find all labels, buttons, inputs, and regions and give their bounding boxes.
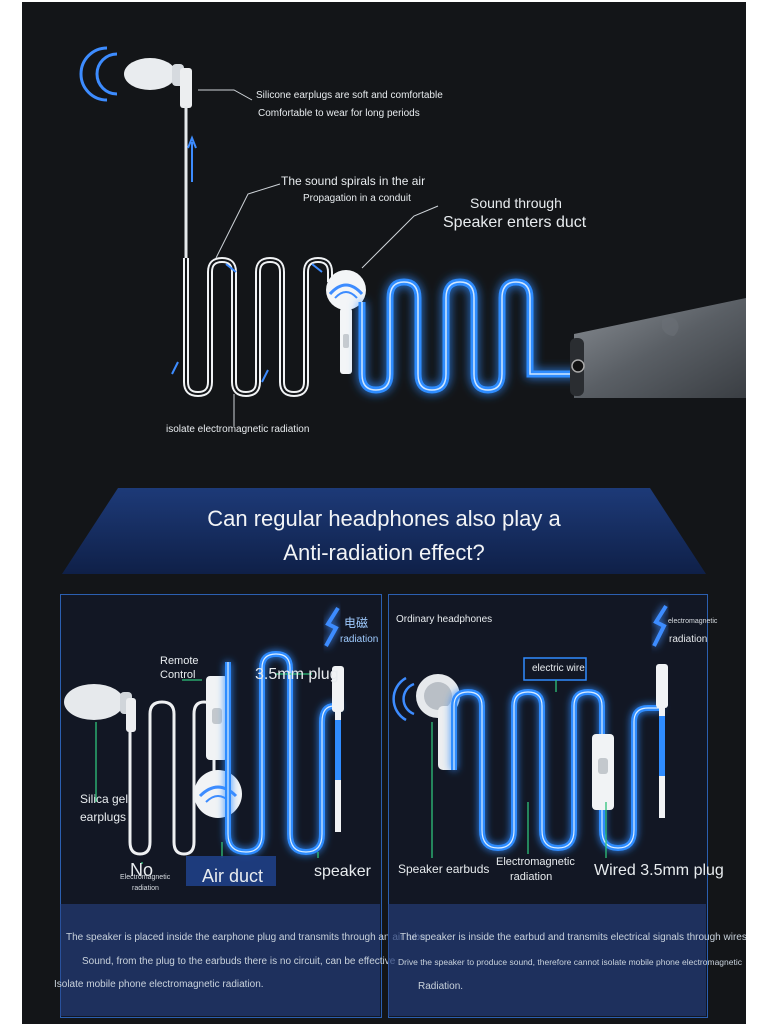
isolate-caption: isolate electromagnetic radiation <box>166 424 310 435</box>
radiation-cn-label: 电磁 <box>344 616 369 630</box>
right-desc-line-1: The speaker is inside the earbud and tra… <box>400 932 746 943</box>
left-panel-illustration <box>64 606 344 886</box>
ordinary-headphones-title: Ordinary headphones <box>396 614 493 625</box>
left-desc-line-3: Isolate mobile phone electromagnetic rad… <box>54 979 264 990</box>
air-tube-illustration <box>79 46 746 426</box>
left-desc-line-1: The speaker is placed inside the earphon… <box>66 932 429 943</box>
air-duct-box <box>186 856 276 886</box>
headline-line-1: Can regular headphones also play a <box>207 506 561 531</box>
sound-wave-icon-right <box>392 676 415 722</box>
sound-wave-icon <box>79 46 118 102</box>
silicone-earplug <box>124 58 192 108</box>
right-description-band <box>388 904 706 1016</box>
speaker-caption-1: Sound through <box>470 195 562 211</box>
wired-plug-label: Wired 3.5mm plug <box>594 862 724 879</box>
right-em-label-1: Electromagnetic <box>496 856 575 868</box>
right-em-small-label: electromagnetic <box>668 618 718 625</box>
right-blue-wire <box>451 688 662 852</box>
smartphone <box>570 298 746 398</box>
plug-35mm <box>332 666 344 832</box>
radiation-label: radiation <box>340 634 379 645</box>
left-description-band <box>60 904 380 1016</box>
left-desc-line-2: Sound, from the plug to the earbuds ther… <box>82 956 396 967</box>
earplug-caption-1: Silicone earplugs are soft and comfortab… <box>256 90 443 101</box>
right-em-label-2: radiation <box>510 871 553 883</box>
no-sub-label-2: radiation <box>132 885 159 892</box>
right-desc-line-3: Radiation. <box>418 981 464 992</box>
remote-label-1: Remote <box>160 655 199 667</box>
spiral-caption-2: Propagation in a conduit <box>303 193 411 204</box>
silica-label-2: earplugs <box>80 810 127 824</box>
spiral-caption-1: The sound spirals in the air <box>281 174 426 188</box>
radiation-bolt-icon-right <box>652 604 668 647</box>
plug-label: 3.5mm plug <box>255 666 339 683</box>
remote-label-2: Control <box>160 669 196 681</box>
wired-plug-35mm <box>656 664 668 818</box>
earplug-caption-2: Comfortable to wear for long periods <box>258 108 420 119</box>
right-desc-line-2: Drive the speaker to produce sound, ther… <box>398 957 742 967</box>
right-radiation-label: radiation <box>669 634 708 645</box>
no-sub-label-1: Electromagnetic <box>120 874 171 881</box>
radiation-bolt-icon <box>324 606 340 647</box>
speaker-plug <box>326 270 366 374</box>
electric-wire-label: electric wire <box>532 663 585 674</box>
speaker-earbuds-label: Speaker earbuds <box>398 862 490 876</box>
headline-line-2: Anti-radiation effect? <box>283 540 485 565</box>
silica-gel-earplug <box>64 684 136 732</box>
silica-label-1: Silica gel <box>80 792 129 806</box>
airflow-arrows <box>171 263 323 383</box>
right-panel-illustration <box>392 604 668 858</box>
air-duct-label: Air duct <box>202 866 264 886</box>
headline-band <box>62 488 706 574</box>
electric-wire-box <box>523 657 587 681</box>
speaker-label: speaker <box>314 863 371 880</box>
infographic-canvas: Silicone earplugs are soft and comfortab… <box>22 2 746 1024</box>
speaker-caption-2: Speaker enters duct <box>443 214 587 231</box>
no-label: No <box>130 860 154 880</box>
